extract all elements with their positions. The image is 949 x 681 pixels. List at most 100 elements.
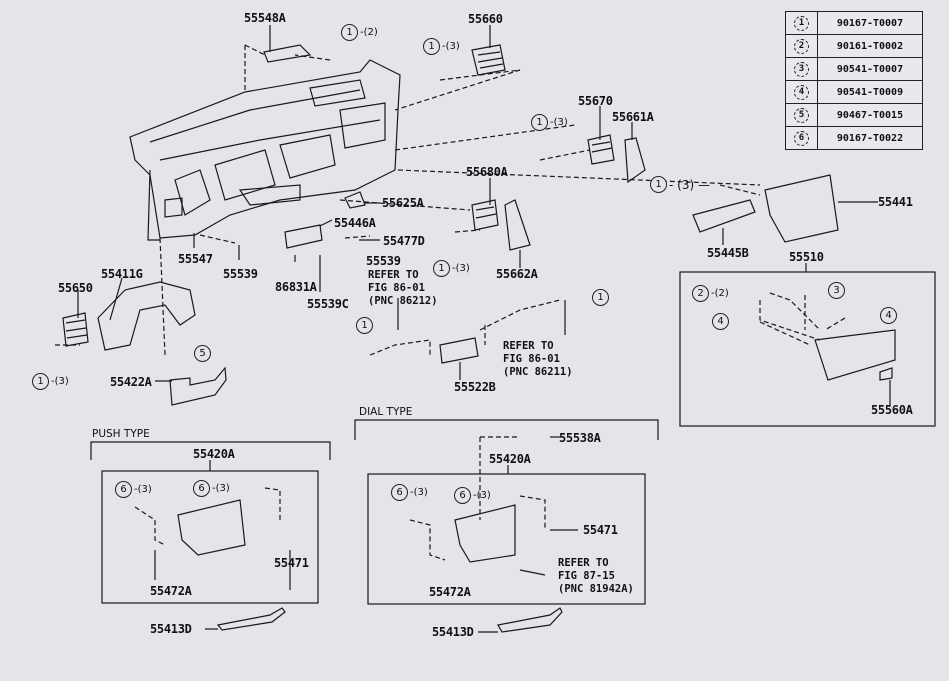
reference-note-81942A[interactable]: REFER TO FIG 87-15 (PNC 81942A): [558, 557, 634, 595]
callout-number: 1: [433, 260, 450, 277]
callout-fastener: 1: [592, 289, 609, 306]
part-label-55413D[interactable]: 55413D: [150, 622, 192, 636]
part-label-55477D[interactable]: 55477D: [383, 234, 425, 248]
part-label-55472A[interactable]: 55472A: [150, 584, 192, 598]
legend-part-number[interactable]: 90161-T0002: [817, 34, 923, 58]
part-label-55441[interactable]: 55441: [878, 195, 913, 209]
part-label-55625A[interactable]: 55625A: [382, 196, 424, 210]
part-label-55420A[interactable]: 55420A: [193, 447, 235, 461]
legend-part-number[interactable]: 90467-T0015: [817, 103, 923, 127]
reference-note-86211[interactable]: REFER TO FIG 86-01 (PNC 86211): [503, 340, 573, 378]
glovebox-55510: [814, 329, 896, 381]
callout-number: 2: [794, 38, 809, 54]
glovebox-door-55445B: [692, 199, 756, 233]
callout-fastener: 6-(3): [193, 480, 230, 497]
part-label-55539C[interactable]: 55539C: [307, 297, 349, 311]
part-label-55547[interactable]: 55547: [178, 252, 213, 266]
callout-fastener: 4: [712, 313, 729, 330]
part-label-55661A[interactable]: 55661A: [612, 110, 654, 124]
callout-fastener: 1-(3): [433, 260, 470, 277]
callout-fastener: 3: [828, 282, 845, 299]
part-label-55471[interactable]: 55471: [583, 523, 618, 537]
glovebox-upper-55441: [764, 174, 839, 243]
part-label-55445B[interactable]: 55445B: [707, 246, 749, 260]
part-label-55660[interactable]: 55660: [468, 12, 503, 26]
vent-55680A: [471, 199, 499, 231]
callout-number: 6: [193, 480, 210, 497]
fastener-legend-table: 1 90167-T0007 2 90161-T0002 3 90541-T0007 4…: [785, 11, 923, 150]
callout-number: 1: [356, 317, 373, 334]
legend-part-number[interactable]: 90541-T0009: [817, 80, 923, 104]
push-bezel: [177, 499, 246, 556]
push-type-bracket: [90, 441, 331, 460]
callout-number: 3: [794, 61, 809, 77]
callout-fastener: 6-(3): [391, 484, 428, 501]
guide-lines: [55, 44, 846, 561]
callout-fastener: 6-(3): [115, 481, 152, 498]
callout-fastener: 1-(3): [32, 373, 69, 390]
callout-number: 4: [880, 307, 897, 324]
legend-row: 2 90161-T0002: [785, 34, 923, 58]
push-type-title: PUSH TYPE: [92, 428, 150, 440]
callout-number: 1: [531, 114, 548, 131]
part-label-55522B[interactable]: 55522B: [454, 380, 496, 394]
box-55522B: [439, 337, 479, 364]
dial-type-frame: [367, 473, 646, 605]
callout-number: 1: [32, 373, 49, 390]
callout-number: 4: [712, 313, 729, 330]
vent-55670: [587, 134, 615, 165]
grip-55548A: [263, 44, 312, 63]
callout-fastener: 2-(2): [692, 285, 729, 302]
callout-number: 6: [454, 487, 471, 504]
legend-part-number[interactable]: 90167-T0007: [817, 11, 923, 35]
part-label-55413D[interactable]: 55413D: [432, 625, 474, 639]
lock-55560A: [879, 367, 893, 381]
callout-fastener: 1-(3): [531, 114, 568, 131]
part-label-55662A[interactable]: 55662A: [496, 267, 538, 281]
part-label-55670[interactable]: 55670: [578, 94, 613, 108]
callout-fastener: 6-(3): [454, 487, 491, 504]
part-label-55680A[interactable]: 55680A: [466, 165, 508, 179]
part-label-55539[interactable]: 55539: [223, 267, 258, 281]
callout-fastener: 1-(2): [341, 24, 378, 41]
part-label-55472A[interactable]: 55472A: [429, 585, 471, 599]
lid-55625A: [344, 191, 366, 209]
glovebox-frame: [679, 271, 936, 427]
cover-55411G: [97, 281, 196, 351]
legend-row: 6 90167-T0022: [785, 126, 923, 150]
trim-lower-dial: [497, 607, 563, 633]
callout-fastener: 1-(3): [423, 38, 460, 55]
cover-55422A: [169, 366, 227, 406]
bezel-55661A: [624, 137, 646, 184]
part-label-55420A[interactable]: 55420A: [489, 452, 531, 466]
callout-number: 6: [391, 484, 408, 501]
callout-number: 6: [794, 130, 809, 146]
part-label-55446A[interactable]: 55446A: [334, 216, 376, 230]
dial-type-bracket: [354, 419, 659, 440]
callout-fastener: 1- (3) —: [650, 176, 710, 193]
callout-number: 1: [341, 24, 358, 41]
callout-fastener: 4: [880, 307, 897, 324]
legend-part-number[interactable]: 90167-T0022: [817, 126, 923, 150]
part-label-55560A[interactable]: 55560A: [871, 403, 913, 417]
reference-note-86212[interactable]: REFER TO FIG 86-01 (PNC 86212): [368, 269, 438, 307]
callout-number: 5: [194, 345, 211, 362]
part-label-55471[interactable]: 55471: [274, 556, 309, 570]
part-label-55548A[interactable]: 55548A: [244, 11, 286, 25]
vent-55660: [471, 44, 506, 76]
callout-fastener: 5: [194, 345, 211, 362]
dial-type-title: DIAL TYPE: [359, 406, 413, 418]
part-label-86831A[interactable]: 86831A: [275, 280, 317, 294]
part-label-55538A[interactable]: 55538A: [559, 431, 601, 445]
part-label-55422A[interactable]: 55422A: [110, 375, 152, 389]
switch-55446A: [284, 224, 323, 249]
part-label-55650[interactable]: 55650: [58, 281, 93, 295]
instrument-panel-drawing: [129, 59, 401, 241]
part-label-55510[interactable]: 55510: [789, 250, 824, 264]
callout-number: 1: [794, 15, 809, 31]
legend-part-number[interactable]: 90541-T0007: [817, 57, 923, 81]
part-label-55411G[interactable]: 55411G: [101, 267, 143, 281]
dial-bezel: [454, 504, 516, 563]
part-label-55539[interactable]: 55539: [366, 254, 401, 268]
